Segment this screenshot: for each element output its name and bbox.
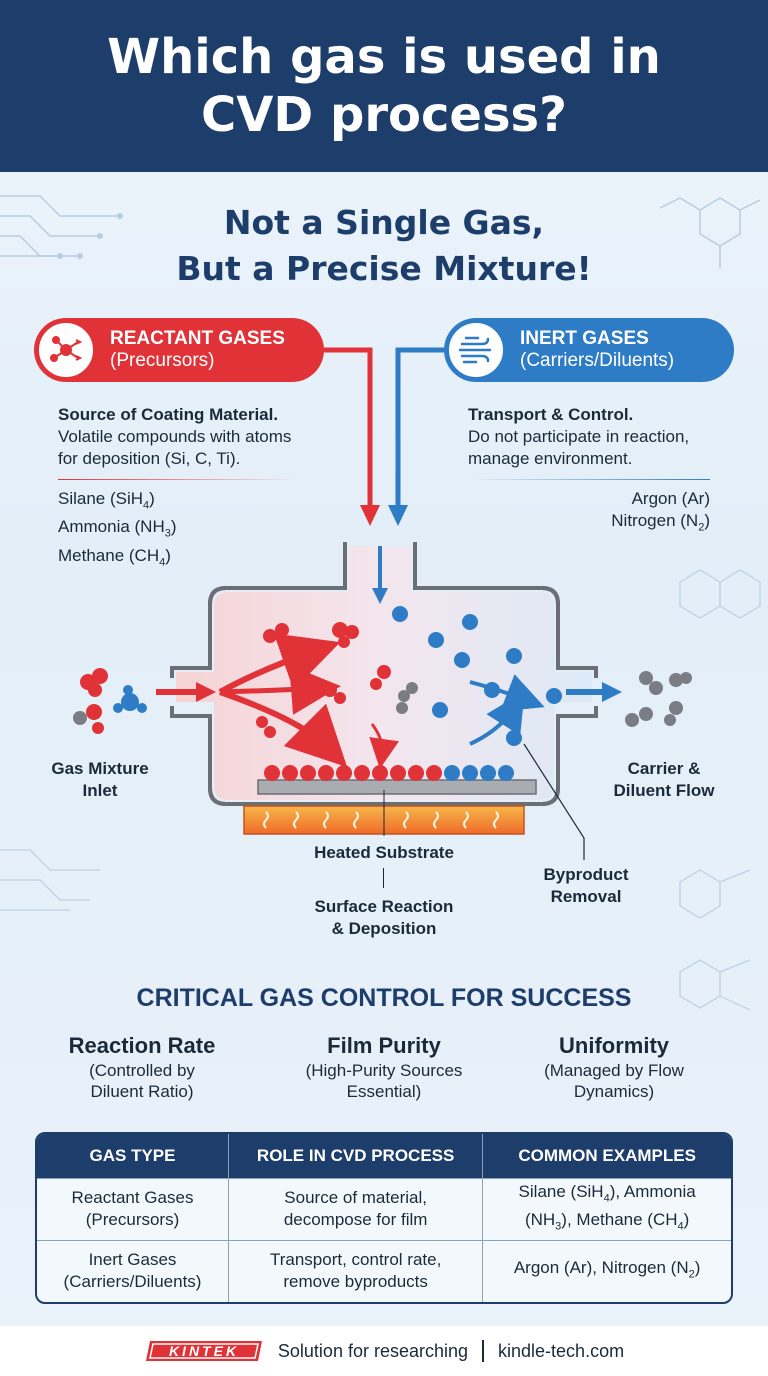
col-header-role: ROLE IN CVD PROCESS bbox=[228, 1134, 483, 1178]
table-row: Inert Gases(Carriers/Diluents) Transport… bbox=[37, 1239, 731, 1302]
inert-desc-line-1: Do not participate in reaction, bbox=[468, 427, 690, 446]
footer: KINTEK Solution for researching kindle-t… bbox=[0, 1326, 768, 1376]
gas-comparison-table: GAS TYPE ROLE IN CVD PROCESS COMMON EXAM… bbox=[35, 1132, 733, 1304]
reactant-desc-line-2: for deposition (Si, C, Ti). bbox=[58, 449, 241, 468]
surface-reaction-label: Surface Reaction& Deposition bbox=[314, 897, 454, 938]
critical-film-purity: Film Purity (High-Purity Sources Essenti… bbox=[305, 1033, 463, 1101]
col-header-gas-type: GAS TYPE bbox=[37, 1134, 229, 1178]
inert-gases-pill: INERT GASES (Carriers/Diluents) bbox=[444, 318, 734, 382]
circuit-decoration-lower-left bbox=[0, 849, 100, 911]
inert-description: Transport & Control. Do not participate … bbox=[468, 404, 758, 470]
inert-heading: Transport & Control. bbox=[468, 405, 634, 424]
outlet-label: Carrier &Diluent Flow bbox=[613, 759, 715, 800]
molecule-decoration-right bbox=[659, 197, 761, 268]
molecule-icon bbox=[36, 320, 96, 380]
reactant-desc-line-1: Volatile compounds with atoms bbox=[58, 427, 292, 446]
surface-leader bbox=[383, 868, 384, 888]
cell-gas-type: Inert Gases(Carriers/Diluents) bbox=[37, 1239, 229, 1302]
cell-gas-type: Reactant Gases(Precursors) bbox=[37, 1177, 229, 1240]
title-banner: Which gas is used in CVD process? bbox=[0, 0, 768, 172]
table-row: Reactant Gases(Precursors) Source of mat… bbox=[37, 1177, 731, 1240]
substrate-plate bbox=[257, 779, 537, 795]
gas-argon: Argon (Ar) bbox=[631, 489, 710, 508]
molecule-decoration-mid-right bbox=[679, 569, 761, 619]
cell-role: Source of material,decompose for film bbox=[228, 1177, 483, 1240]
circuit-decoration-left bbox=[0, 195, 123, 259]
gas-ammonia: Ammonia (NH3) bbox=[58, 517, 177, 540]
cvd-reactor-diagram bbox=[73, 347, 692, 860]
reactant-gases-pill: REACTANT GASES (Precursors) bbox=[34, 318, 324, 382]
outlet-molecules bbox=[625, 671, 692, 727]
inert-title: INERT GASES bbox=[520, 328, 649, 349]
deposited-film bbox=[264, 765, 514, 781]
reactant-feed-arrowhead bbox=[360, 505, 380, 526]
logo-text: KINTEK bbox=[169, 1343, 239, 1359]
inert-feed-arrowhead bbox=[388, 505, 408, 526]
byproduct-leader bbox=[523, 743, 585, 860]
kintek-logo[interactable]: KINTEK bbox=[144, 1339, 264, 1363]
wind-icon bbox=[446, 320, 506, 380]
reactant-title: REACTANT GASES bbox=[110, 328, 285, 349]
gas-silane: Silane (SiH4) bbox=[58, 489, 155, 512]
inlet-molecules bbox=[73, 668, 147, 734]
inert-subtitle: (Carriers/Diluents) bbox=[520, 350, 675, 371]
reactant-gas-list: Silane (SiH4) Ammonia (NH3) Methane (CH4… bbox=[58, 488, 177, 573]
critical-reaction-rate: Reaction Rate (Controlled by Diluent Rat… bbox=[68, 1033, 216, 1101]
critical-control-title: CRITICAL GAS CONTROL FOR SUCCESS bbox=[136, 984, 632, 1012]
inert-feed-line bbox=[395, 347, 444, 512]
substrate-label: Heated Substrate bbox=[314, 843, 454, 862]
page-title: Which gas is used in CVD process? bbox=[107, 29, 661, 143]
cell-examples: Argon (Ar), Nitrogen (N2) bbox=[482, 1239, 731, 1302]
footer-separator bbox=[482, 1340, 485, 1362]
reactant-description: Source of Coating Material. Volatile com… bbox=[58, 404, 348, 470]
footer-site-link[interactable]: kindle-tech.com bbox=[498, 1340, 625, 1361]
molecule-decoration-lower-right bbox=[679, 869, 751, 1011]
reactant-subtitle: (Precursors) bbox=[110, 350, 215, 371]
col-header-examples: COMMON EXAMPLES bbox=[482, 1134, 731, 1178]
inert-divider bbox=[470, 479, 710, 480]
cell-role: Transport, control rate,remove byproduct… bbox=[228, 1239, 483, 1302]
cell-examples: Silane (SiH4), Ammonia (NH3), Methane (C… bbox=[482, 1177, 731, 1240]
reactant-heading: Source of Coating Material. bbox=[58, 405, 279, 424]
gas-methane: Methane (CH4) bbox=[58, 545, 171, 569]
subtitle-line-1: Not a Single Gas, bbox=[223, 203, 545, 242]
reactant-feed-line bbox=[324, 347, 373, 512]
critical-uniformity: Uniformity (Managed by Flow Dynamics) bbox=[544, 1033, 684, 1101]
reactant-divider bbox=[58, 479, 298, 480]
inert-gas-list: Argon (Ar) Nitrogen (N2) bbox=[611, 488, 710, 538]
table-header-row: GAS TYPE ROLE IN CVD PROCESS COMMON EXAM… bbox=[37, 1134, 731, 1178]
subtitle-line-2: But a Precise Mixture! bbox=[176, 249, 592, 288]
inert-desc-line-2: manage environment. bbox=[468, 449, 633, 468]
chamber-reactant-molecules bbox=[256, 622, 418, 738]
heater-waves bbox=[263, 811, 499, 829]
subtitle: Not a Single Gas, But a Precise Mixture! bbox=[0, 200, 768, 292]
footer-tagline: Solution for researching bbox=[277, 1340, 469, 1361]
gas-nitrogen: Nitrogen (N2) bbox=[611, 511, 710, 534]
